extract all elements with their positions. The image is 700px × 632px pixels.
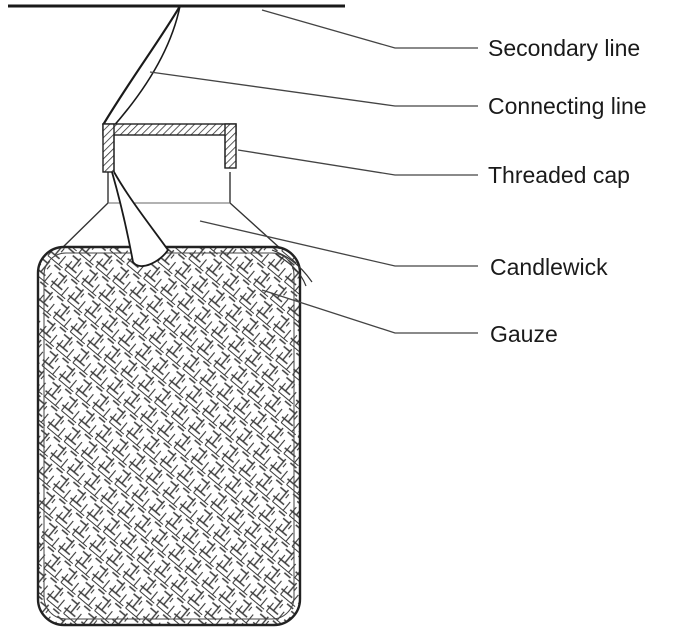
leader-threaded-cap — [237, 149, 478, 176]
gauze-tie — [271, 249, 313, 287]
connecting-line — [102, 5, 181, 126]
gauze-body — [36, 245, 302, 627]
label-secondary-line: Secondary line — [488, 35, 640, 61]
label-connecting-line: Connecting line — [488, 93, 647, 119]
leader-gauze — [261, 289, 478, 334]
leader-candlewick — [199, 220, 478, 267]
leader-secondary-line — [261, 9, 478, 49]
leader-lines — [149, 9, 478, 334]
gauze-inner-edge — [43, 252, 295, 620]
connecting-line-return — [111, 5, 181, 129]
threaded-cap — [102, 123, 237, 173]
leader-connecting-line — [149, 71, 478, 107]
candlewick — [111, 171, 170, 267]
bottle-shoulder — [59, 172, 283, 251]
label-gauze: Gauze — [490, 321, 558, 347]
label-candlewick: Candlewick — [490, 254, 608, 280]
label-threaded-cap: Threaded cap — [488, 162, 630, 188]
